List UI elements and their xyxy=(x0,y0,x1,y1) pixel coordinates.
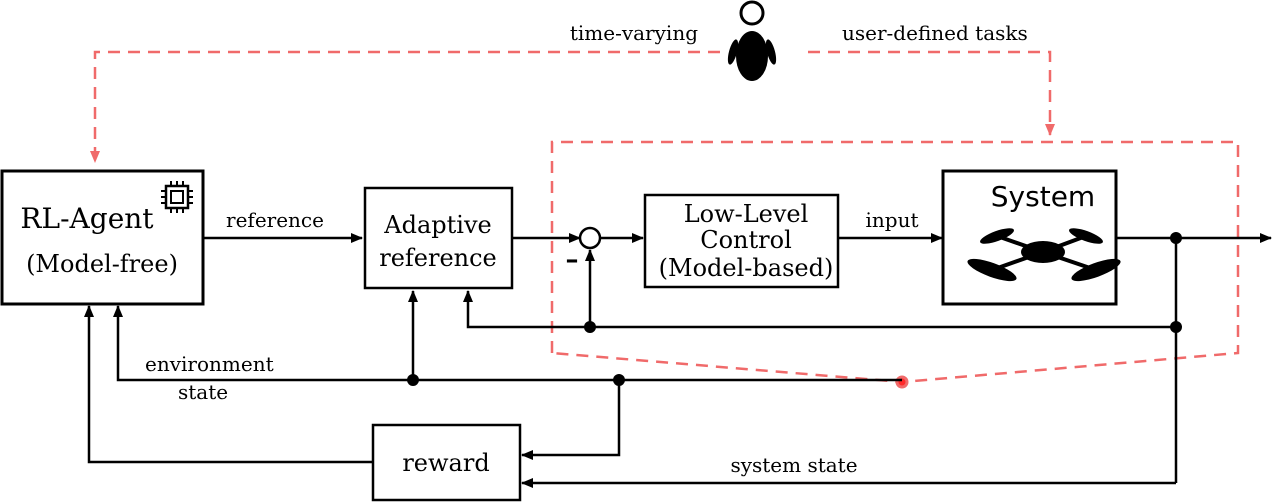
user-icon xyxy=(727,0,777,81)
reward-block xyxy=(371,423,522,502)
control-line3: (Model-based) xyxy=(659,254,834,282)
reference-label: reference xyxy=(226,208,324,232)
input-label: input xyxy=(866,208,919,232)
adaptive-title: Adaptive xyxy=(383,211,491,239)
junction-env-adaptive xyxy=(407,374,419,386)
environment-label-line2: state xyxy=(178,380,228,404)
task-region-marker xyxy=(895,375,909,389)
quadcopter-icon xyxy=(967,228,1121,282)
junctions xyxy=(407,232,1182,386)
task-region-boundary xyxy=(550,140,1240,384)
summing-junction xyxy=(578,226,602,250)
junction-output xyxy=(1170,232,1182,244)
rl-agent-title: RL-Agent xyxy=(20,202,154,235)
task-line-left xyxy=(90,50,720,163)
control-line2: Control xyxy=(700,226,792,254)
system-title: System xyxy=(991,180,1095,213)
adaptive-reference-block xyxy=(363,186,514,290)
title-left: time-varying xyxy=(570,21,698,45)
environment-label-line1: environment xyxy=(145,352,274,376)
minus-sign: – xyxy=(566,245,579,275)
title-right: user-defined tasks xyxy=(842,21,1028,45)
rl-agent-subtitle: (Model-free) xyxy=(26,250,178,278)
low-level-control-block xyxy=(643,193,840,289)
system-state-label: system state xyxy=(730,453,857,477)
control-line1: Low-Level xyxy=(684,200,809,228)
reward-to-agent-line xyxy=(84,305,373,464)
env-to-reward-line xyxy=(521,380,621,460)
task-lines xyxy=(90,50,1240,384)
reward-label: reward xyxy=(402,449,489,477)
task-line-right xyxy=(808,50,1055,136)
junction-env-reward xyxy=(613,374,625,386)
adaptive-subtitle: reference xyxy=(379,244,497,272)
environment-state-line xyxy=(113,305,902,382)
junction-feedback-right xyxy=(1170,321,1182,333)
feedback-line xyxy=(463,290,1176,329)
signal-lines xyxy=(84,233,1272,488)
junction-feedback-sum xyxy=(584,321,596,333)
chip-icon xyxy=(161,181,193,213)
